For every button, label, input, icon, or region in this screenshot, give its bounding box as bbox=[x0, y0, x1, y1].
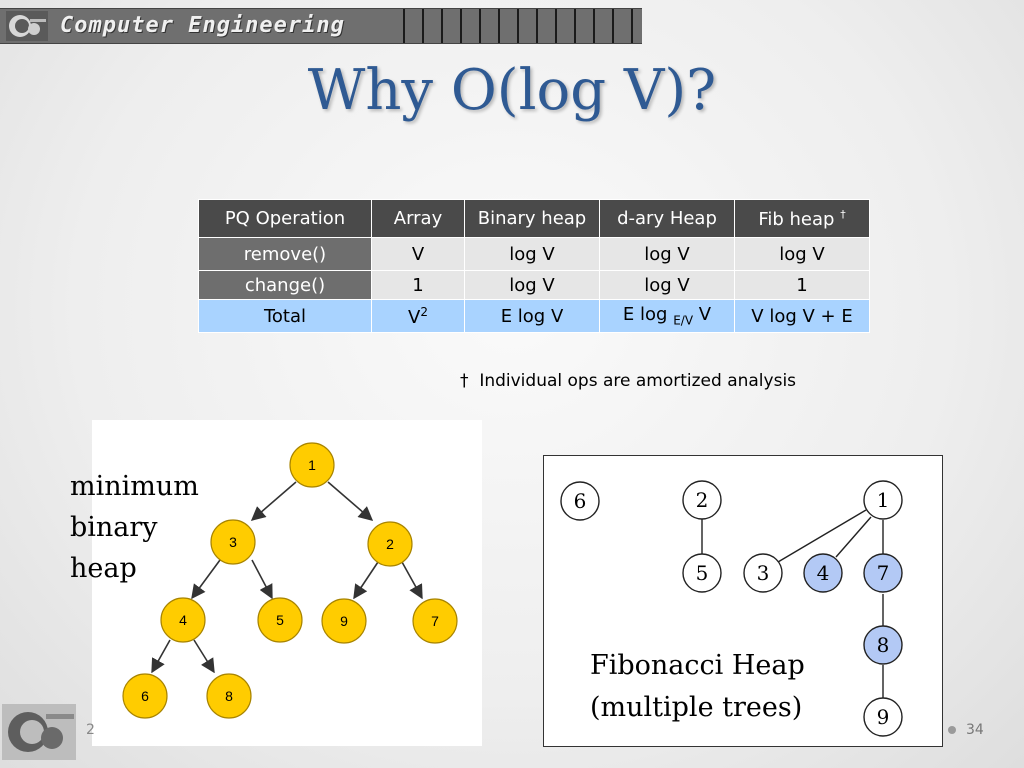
column-header: PQ Operation bbox=[198, 199, 372, 238]
header-banner: Computer Engineering bbox=[0, 8, 642, 44]
heap-label-line: binary bbox=[70, 512, 158, 543]
svg-text:6: 6 bbox=[141, 688, 149, 704]
svg-text:4: 4 bbox=[817, 561, 830, 585]
heap-node: 6 bbox=[122, 673, 168, 719]
row-op: remove() bbox=[198, 237, 372, 271]
table-total-row: Total V2 E log V E log E/V V V log V + E bbox=[198, 299, 870, 333]
svg-text:9: 9 bbox=[877, 705, 890, 729]
fibonacci-heap-caption: Fibonacci Heap (multiple trees) bbox=[590, 645, 805, 729]
table-cell: log V bbox=[599, 237, 735, 271]
table-cell: log V bbox=[599, 270, 735, 300]
footnote-text: Individual ops are amortized analysis bbox=[479, 371, 797, 391]
svg-text:2: 2 bbox=[696, 488, 709, 512]
heap-node: 5 bbox=[257, 597, 303, 643]
fib-edges bbox=[701, 509, 884, 698]
table-cell: 1 bbox=[371, 270, 465, 300]
fib-node-highlighted: 8 bbox=[863, 625, 903, 665]
total-fib: V log V + E bbox=[734, 299, 870, 333]
table-row: remove() V log V log V log V bbox=[198, 237, 870, 271]
svg-text:8: 8 bbox=[877, 633, 890, 657]
table-cell: log V bbox=[464, 270, 600, 300]
footer-logo-icon bbox=[2, 704, 76, 760]
table-cell: V bbox=[371, 237, 465, 271]
fib-node-highlighted: 7 bbox=[863, 553, 903, 593]
svg-text:2: 2 bbox=[386, 536, 394, 552]
heap-nodes: 1 3 2 4 5 9 7 6 8 bbox=[122, 442, 458, 719]
table-cell: 1 bbox=[734, 270, 870, 300]
table-header-row: PQ Operation Array Binary heap d-ary Hea… bbox=[198, 199, 870, 238]
fib-node: 5 bbox=[682, 553, 722, 593]
footnote: † Individual ops are amortized analysis bbox=[460, 371, 796, 391]
fib-caption-line: Fibonacci Heap bbox=[590, 650, 805, 681]
svg-text:9: 9 bbox=[340, 613, 348, 629]
table-row: change() 1 log V log V 1 bbox=[198, 270, 870, 300]
banner-stripes bbox=[386, 9, 642, 43]
table-cell: log V bbox=[734, 237, 870, 271]
svg-text:6: 6 bbox=[574, 489, 587, 513]
heap-node: 9 bbox=[321, 598, 367, 644]
total-dary-post: V bbox=[698, 304, 712, 326]
fib-node-highlighted: 4 bbox=[803, 553, 843, 593]
total-dary-pre: E log bbox=[622, 304, 668, 326]
fib-node: 6 bbox=[560, 481, 600, 521]
total-binary: E log V bbox=[464, 299, 600, 333]
dagger-mark: † bbox=[840, 207, 846, 221]
total-array-exponent: 2 bbox=[420, 304, 428, 319]
svg-text:4: 4 bbox=[179, 612, 187, 628]
svg-text:1: 1 bbox=[877, 488, 890, 512]
department-logo-icon bbox=[6, 11, 48, 41]
column-header-fib: Fib heap † bbox=[734, 199, 870, 238]
fib-caption-line: (multiple trees) bbox=[590, 692, 803, 723]
heap-node: 2 bbox=[367, 521, 413, 567]
binary-heap-diagram: 1 3 2 4 5 9 7 6 8 bbox=[122, 442, 458, 719]
total-array-base: V bbox=[408, 306, 421, 328]
svg-text:3: 3 bbox=[757, 561, 770, 585]
total-dary-sub: E/V bbox=[673, 313, 694, 328]
heap-node: 1 bbox=[289, 442, 335, 488]
fib-node: 3 bbox=[743, 553, 783, 593]
heap-node: 8 bbox=[206, 673, 252, 719]
page-number: 34 bbox=[966, 722, 984, 738]
footer-dot bbox=[948, 726, 956, 734]
footnote-dagger: † bbox=[460, 371, 469, 391]
heap-node: 7 bbox=[412, 598, 458, 644]
svg-text:5: 5 bbox=[696, 561, 709, 585]
complexity-table: PQ Operation Array Binary heap d-ary Hea… bbox=[198, 199, 870, 333]
total-label: Total bbox=[198, 299, 372, 333]
banner-title: Computer Engineering bbox=[60, 13, 345, 38]
column-header: Array bbox=[371, 199, 465, 238]
heap-label-line: minimum bbox=[70, 471, 199, 502]
svg-text:1: 1 bbox=[308, 457, 316, 473]
svg-text:8: 8 bbox=[225, 688, 233, 704]
fib-nodes: 6 2 5 1 3 4 7 8 9 bbox=[560, 480, 903, 737]
column-header: Binary heap bbox=[464, 199, 600, 238]
fibonacci-heap-panel: 6 2 5 1 3 4 7 8 9 bbox=[543, 455, 943, 747]
footer-date: 2 bbox=[86, 722, 95, 738]
heap-label-line: heap bbox=[70, 553, 137, 584]
column-header: d-ary Heap bbox=[599, 199, 735, 238]
row-op: change() bbox=[198, 270, 372, 300]
total-dary: E log E/V V bbox=[599, 299, 735, 333]
svg-text:7: 7 bbox=[877, 561, 890, 585]
binary-heap-panel: 1 3 2 4 5 9 7 6 8 bbox=[92, 420, 482, 746]
heap-node: 3 bbox=[210, 519, 256, 565]
slide-title: Why O(log V)? bbox=[307, 58, 717, 123]
heap-node: 4 bbox=[160, 597, 206, 643]
svg-text:5: 5 bbox=[276, 612, 284, 628]
heap-edges bbox=[151, 481, 423, 674]
fib-node: 9 bbox=[863, 697, 903, 737]
svg-text:7: 7 bbox=[431, 613, 439, 629]
fib-node: 2 bbox=[682, 480, 722, 520]
svg-text:3: 3 bbox=[229, 534, 237, 550]
column-header-text: Fib heap bbox=[758, 208, 835, 230]
fibonacci-heap-diagram: 6 2 5 1 3 4 7 8 9 bbox=[560, 480, 903, 737]
total-array: V2 bbox=[371, 299, 465, 333]
table-cell: log V bbox=[464, 237, 600, 271]
binary-heap-label: minimum binary heap bbox=[70, 466, 199, 589]
fib-node: 1 bbox=[863, 480, 903, 520]
